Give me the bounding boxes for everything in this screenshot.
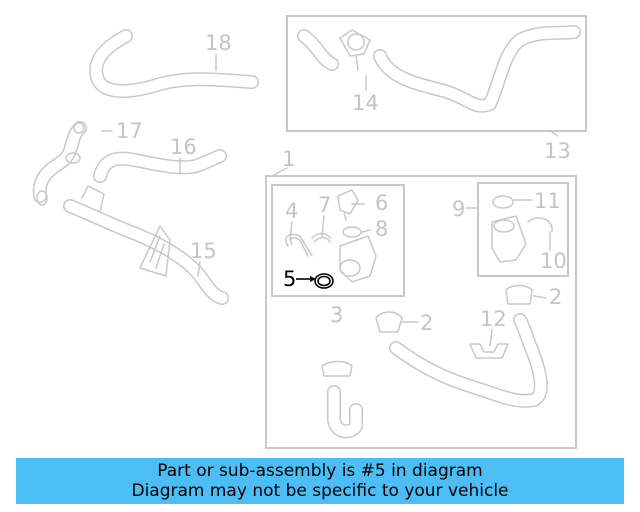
callout-6: 6 <box>375 191 388 215</box>
connector-9 <box>491 215 527 263</box>
seal-8 <box>342 226 362 238</box>
leader-lines <box>101 53 559 347</box>
banner-line-2: Diagram may not be specific to your vehi… <box>131 481 509 501</box>
callout-2-mid: 2 <box>420 311 433 335</box>
callout-9: 9 <box>452 197 465 221</box>
subassembly-box-3 <box>271 184 405 297</box>
callout-17: 17 <box>116 119 143 143</box>
hose-assembly-13 <box>297 25 581 113</box>
callout-18: 18 <box>205 31 232 55</box>
subassembly-box-9 <box>477 182 569 277</box>
callout-3: 3 <box>330 303 343 327</box>
callout-1: 1 <box>282 147 295 171</box>
hose-18 <box>89 29 259 98</box>
callout-12: 12 <box>480 307 507 331</box>
lower-hose <box>389 313 548 408</box>
info-banner: Part or sub-assembly is #5 in diagram Di… <box>16 458 624 504</box>
clamp-4 <box>285 233 313 257</box>
callout-7: 7 <box>318 193 331 217</box>
parts-diagram: 18 17 16 15 14 13 1 4 7 6 8 5 3 9 11 10 … <box>32 15 587 449</box>
pipe-15 <box>63 185 229 305</box>
clip-7 <box>311 232 331 243</box>
callout-5: 5 <box>283 267 296 291</box>
callout-8: 8 <box>375 217 388 241</box>
callout-10: 10 <box>540 249 567 273</box>
elbow-hose <box>321 360 363 439</box>
housing-6 <box>337 189 359 221</box>
callout-14: 14 <box>352 91 379 115</box>
assembly-box-13 <box>286 15 587 132</box>
connector-housing-3 <box>339 235 377 283</box>
banner-line-1: Part or sub-assembly is #5 in diagram <box>157 461 483 481</box>
callout-4: 4 <box>285 199 298 223</box>
callout-16: 16 <box>170 135 197 159</box>
clip-10 <box>527 217 553 233</box>
o-ring-5 <box>314 273 334 289</box>
callout-13: 13 <box>544 139 571 163</box>
callout-2-right: 2 <box>549 285 562 309</box>
hose-16 <box>93 149 227 183</box>
clamp-2-right <box>505 284 533 305</box>
hose-17 <box>32 121 87 206</box>
seal-11 <box>492 195 514 209</box>
assembly-box-1 <box>265 175 577 449</box>
clamp-2-mid <box>375 311 403 333</box>
callout-11: 11 <box>534 189 561 213</box>
bracket-12 <box>469 343 509 359</box>
callout-15: 15 <box>190 239 217 263</box>
